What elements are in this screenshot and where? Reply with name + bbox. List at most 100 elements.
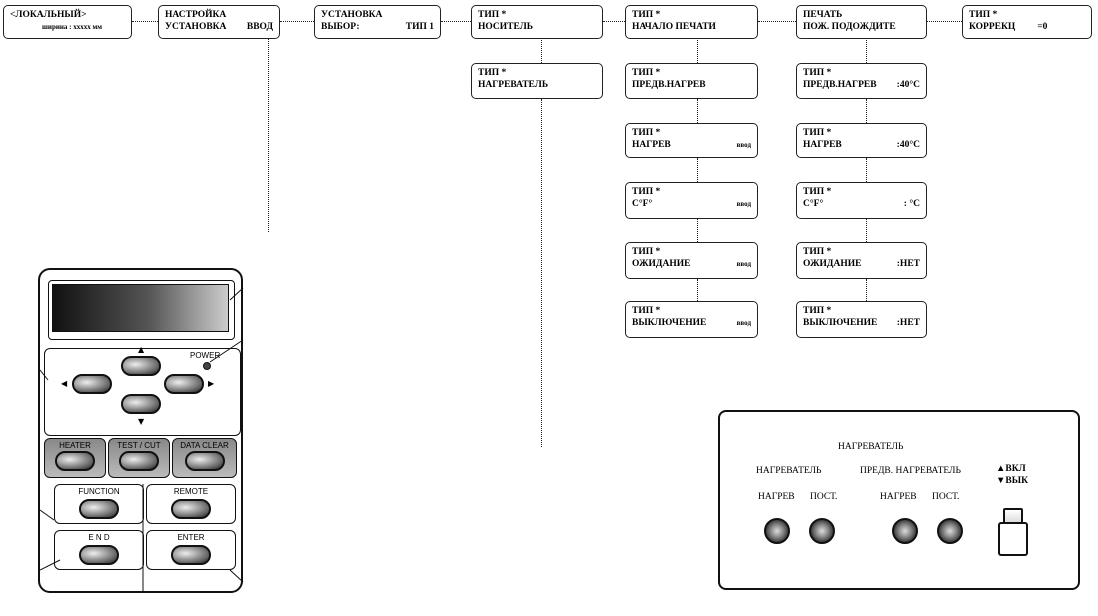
enter-key[interactable]: ENTER xyxy=(146,530,236,570)
key-label: E N D xyxy=(88,533,110,542)
box-line2b: ввод xyxy=(736,141,751,149)
data-clear-button[interactable] xyxy=(185,451,225,471)
box-line2a: ВЫКЛЮЧЕНИЕ xyxy=(803,318,878,328)
power-label: POWER xyxy=(190,351,221,360)
leader-lines xyxy=(40,287,244,593)
menu-box-col-a: ТИП * С°F°ввод xyxy=(625,182,758,219)
connector xyxy=(697,279,698,301)
box-line2: НАГРЕВАТЕЛЬ xyxy=(478,80,549,90)
connector xyxy=(697,158,698,182)
g2-heat-label: НАГРЕВ xyxy=(880,492,917,502)
end-button[interactable] xyxy=(79,545,119,565)
box-line1: ТИП * xyxy=(803,187,832,197)
connector xyxy=(541,37,542,63)
connector xyxy=(541,99,542,447)
box-line1: ТИП * xyxy=(969,10,998,20)
box-line2a: ПРЕДВ.НАГРЕВ xyxy=(632,80,706,90)
box-line1: ТИП * xyxy=(632,306,661,316)
box-line1: ТИП * xyxy=(632,10,661,20)
box-line1: ТИП * xyxy=(803,247,832,257)
heater-panel: НАГРЕВАТЕЛЬ НАГРЕВАТЕЛЬ ПРЕДВ. НАГРЕВАТЕ… xyxy=(718,410,1080,590)
box-line1: ТИП * xyxy=(478,68,507,78)
arrow-left-icon: ◀ xyxy=(61,379,68,388)
menu-box-col-b: ТИП * С°F°: °С xyxy=(796,182,927,219)
g2-const-knob[interactable] xyxy=(937,518,963,544)
menu-box-setup: НАСТРОЙКА УСТАНОВКА ВВОД xyxy=(158,5,280,39)
g1-heat-label: НАГРЕВ xyxy=(758,492,795,502)
test-cut-button[interactable] xyxy=(119,451,159,471)
group1-label: НАГРЕВАТЕЛЬ xyxy=(756,466,822,476)
box-line2a: ВЫБОР: xyxy=(321,22,360,32)
menu-box-correction: ТИП * КОРРЕКЦ=0 xyxy=(962,5,1092,39)
arrow-down-icon: ▼ xyxy=(138,417,145,426)
key-label: HEATER xyxy=(59,441,91,450)
box-line2b: ВВОД xyxy=(246,22,273,32)
remote-panel: ▲ ◀ ▶ ▼ POWER HEATER TEST / CUT DATA CLE… xyxy=(38,268,244,593)
right-button[interactable] xyxy=(164,374,204,394)
g2-const-label: ПОСТ. xyxy=(932,492,960,502)
arrow-right-icon: ▶ xyxy=(208,379,215,388)
box-line2b: ТИП 1 xyxy=(405,22,434,32)
menu-box-col-a: ТИП * ПРЕДВ.НАГРЕВ xyxy=(625,63,758,99)
box-line1: УСТАНОВКА xyxy=(321,10,383,20)
key-label: DATA CLEAR xyxy=(180,441,229,450)
display-bezel xyxy=(48,280,235,340)
menu-box-please-wait: ПЕЧАТЬ ПОЖ. ПОДОЖДИТЕ xyxy=(796,5,927,39)
connector xyxy=(866,279,867,301)
down-button[interactable] xyxy=(121,394,161,414)
connector xyxy=(866,158,867,182)
box-line1: ТИП * xyxy=(803,128,832,138)
menu-box-col-a: ТИП * НАГРЕВ ввод xyxy=(625,123,758,158)
switch-on-label: ▲ВКЛ xyxy=(996,464,1026,474)
connector xyxy=(866,37,867,63)
box-line1: ТИП * xyxy=(632,128,661,138)
remote-button[interactable] xyxy=(171,499,211,519)
left-button[interactable] xyxy=(72,374,112,394)
box-line2b: :НЕТ xyxy=(896,318,920,328)
heater-key[interactable]: HEATER xyxy=(44,438,106,478)
key-label: TEST / CUT xyxy=(117,441,161,450)
function-key[interactable]: FUNCTION xyxy=(54,484,144,524)
remote-key[interactable]: REMOTE xyxy=(146,484,236,524)
box-line2a: С°F° xyxy=(632,199,653,209)
box-line2b: :40°С xyxy=(896,80,920,90)
test-cut-key[interactable]: TEST / CUT xyxy=(108,438,170,478)
menu-box-col-b: ТИП * ПРЕДВ.НАГРЕВ:40°С xyxy=(796,63,927,99)
box-line1: НАСТРОЙКА xyxy=(165,10,227,20)
g1-const-knob[interactable] xyxy=(809,518,835,544)
g2-heat-knob[interactable] xyxy=(892,518,918,544)
box-line2b: :НЕТ xyxy=(896,259,920,269)
arrow-up-icon: ▲ xyxy=(138,345,145,354)
key-label: FUNCTION xyxy=(78,487,120,496)
connector xyxy=(697,99,698,123)
menu-box-heater: ТИП * НАГРЕВАТЕЛЬ xyxy=(471,63,603,99)
menu-box-start-print: ТИП * НАЧАЛО ПЕЧАТИ xyxy=(625,5,758,39)
power-switch[interactable] xyxy=(998,522,1028,556)
g1-heat-knob[interactable] xyxy=(764,518,790,544)
panel-title: НАГРЕВАТЕЛЬ xyxy=(838,442,904,452)
box-line2a: НАГРЕВ xyxy=(803,140,842,150)
lcd-display xyxy=(52,284,229,332)
box-line2a: ВЫКЛЮЧЕНИЕ xyxy=(632,318,707,328)
function-button[interactable] xyxy=(79,499,119,519)
connector xyxy=(268,37,269,232)
menu-box-col-b: ТИП * ОЖИДАНИЕ:НЕТ xyxy=(796,242,927,279)
connector xyxy=(697,219,698,242)
box-line2: НАЧАЛО ПЕЧАТИ xyxy=(632,22,716,32)
menu-box-install: УСТАНОВКА ВЫБОР: ТИП 1 xyxy=(314,5,441,39)
box-line2a: ОЖИДАНИЕ xyxy=(632,259,691,269)
end-key[interactable]: E N D xyxy=(54,530,144,570)
box-line2a: УСТАНОВКА xyxy=(165,22,227,32)
connector xyxy=(603,21,625,22)
data-clear-key[interactable]: DATA CLEAR xyxy=(172,438,237,478)
group2-label: ПРЕДВ. НАГРЕВАТЕЛЬ xyxy=(860,466,961,476)
box-line2a: НАГРЕВ xyxy=(632,140,671,150)
heater-button[interactable] xyxy=(55,451,95,471)
box-line2b: : °С xyxy=(903,199,920,209)
box-line2a: ПРЕДВ.НАГРЕВ xyxy=(803,80,877,90)
up-button[interactable] xyxy=(121,356,161,376)
box-line1: ТИП * xyxy=(478,10,507,20)
enter-button[interactable] xyxy=(171,545,211,565)
